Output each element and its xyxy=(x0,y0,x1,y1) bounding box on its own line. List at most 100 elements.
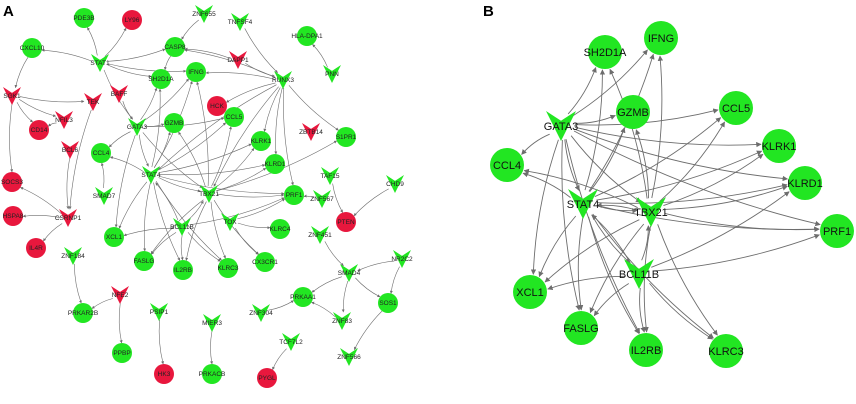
node-a-chevron xyxy=(200,185,218,203)
edge-a-SMAD7-CCL4 xyxy=(100,162,105,189)
node-a-pnn: PNN xyxy=(323,65,341,83)
node-a-label: HLA-DPA1 xyxy=(291,33,323,40)
node-a-label: ZBTB14 xyxy=(299,129,323,136)
node-a-sh2d1a: SH2D1A xyxy=(148,69,174,89)
edge-b-TBX21-CCL5 xyxy=(659,121,725,202)
node-a-faslg: FASLG xyxy=(134,251,154,271)
node-a-circle xyxy=(154,364,174,384)
node-b-label: IFNG xyxy=(648,33,674,45)
node-a-chevron xyxy=(252,304,270,322)
node-a-znf655: ZNF655 xyxy=(192,5,216,23)
edge-a-DAPP1-CASP8 xyxy=(184,47,231,59)
node-a-hla-dpa1: HLA-DPA1 xyxy=(291,26,323,46)
edge-a-ZNF567-PRF1 xyxy=(303,194,315,199)
node-a-label: CCL5 xyxy=(226,114,243,121)
node-a-ccl4: CCL4 xyxy=(91,143,111,163)
node-a-chevron xyxy=(274,71,292,89)
node-b-label: FASLG xyxy=(563,323,598,335)
node-a-label: XCL1 xyxy=(106,234,123,241)
node-a-prkaa1: PRKAA1 xyxy=(290,287,316,307)
node-a-zbtb14: ZBTB14 xyxy=(299,123,323,141)
edge-b-GATA3-TBX21 xyxy=(570,135,642,203)
node-b-circle xyxy=(490,148,524,182)
node-a-label: KLRD1 xyxy=(265,161,286,168)
edge-b-STAT4-KLRC3 xyxy=(592,213,714,339)
edge-a-TBX21-KLRD1 xyxy=(216,167,267,191)
node-a-label: ZNF655 xyxy=(192,11,216,18)
node-a-label: PRKACB xyxy=(199,371,226,378)
node-a-label: SMAD4 xyxy=(338,270,361,277)
node-a-label: TCF7L2 xyxy=(279,339,303,346)
node-a-label: KLRC3 xyxy=(218,265,239,272)
node-a-label: RUNX3 xyxy=(272,77,294,84)
node-a-chevron xyxy=(221,213,239,231)
node-a-label: S1PR1 xyxy=(336,134,357,141)
node-a-chevron xyxy=(311,226,329,244)
node-b-klrd1: KLRD1 xyxy=(787,166,823,200)
edge-a-GATA3-CCL5 xyxy=(144,117,225,127)
edge-b-GATA3-FASLG xyxy=(561,139,581,311)
edge-b-GATA3-GZMB xyxy=(574,114,616,124)
edge-a-TBX21-KLRC3 xyxy=(210,201,226,259)
node-a-klrc3: KLRC3 xyxy=(218,258,239,278)
edge-b-TBX21-SH2D1A xyxy=(609,68,648,199)
node-a-label: ZNF304 xyxy=(249,310,273,317)
edge-a-SOS1-ZNF566 xyxy=(354,310,383,350)
node-a-nr2c2: NR2C2 xyxy=(391,250,413,268)
node-a-circle xyxy=(104,227,124,247)
node-a-label: PDE3B xyxy=(73,15,94,22)
node-a-tek: TEK xyxy=(84,93,102,111)
edge-a-NR2C2-SMAD4 xyxy=(357,260,395,271)
node-a-ccl5: CCL5 xyxy=(224,107,244,127)
node-b-circle xyxy=(820,214,854,248)
node-b-gzmb: GZMB xyxy=(616,95,650,129)
node-a-chevron xyxy=(91,54,109,72)
edge-b-GATA3-CCL5 xyxy=(574,108,719,126)
node-a-prf1: PRF1 xyxy=(284,185,304,205)
edge-b-STAT4-CCL4 xyxy=(522,171,571,198)
node-b-tbx21: TBX21 xyxy=(634,197,668,227)
node-a-circle xyxy=(257,368,277,388)
edge-a-CSRNP1-SOCS3 xyxy=(20,187,62,214)
node-a-label: SGK1 xyxy=(3,93,21,100)
node-a-circle xyxy=(2,172,22,192)
node-a-chevron xyxy=(64,247,82,265)
node-a-label: TOX xyxy=(223,219,237,226)
node-a-sgk1: SGK1 xyxy=(3,87,21,105)
edge-b-TBX21-IFNG xyxy=(651,55,664,199)
edge-a-STAT1-LY96 xyxy=(104,27,127,57)
edge-b-BCL11B-IL2RB xyxy=(639,287,646,333)
node-a-circle xyxy=(336,127,356,147)
node-a-circle xyxy=(122,10,142,30)
node-a-circle xyxy=(378,293,398,313)
node-a-casp8: CASP8 xyxy=(164,37,186,57)
node-a-znf451: ZNF451 xyxy=(308,226,332,244)
node-a-label: ZNF566 xyxy=(337,354,361,361)
edge-a-BCL11B-KLRC3 xyxy=(187,232,221,262)
node-a-label: NFIL3 xyxy=(55,117,73,124)
edge-a-STAT4-SH2D1A xyxy=(151,88,162,168)
edge-b-TBX21-CCL4 xyxy=(523,168,638,209)
node-a-circle xyxy=(74,8,94,28)
edge-a-SMAD4-PRKAA1 xyxy=(311,276,342,293)
node-a-prkar2b: PRKAR2B xyxy=(68,303,98,323)
node-a-sos1: SOS1 xyxy=(378,293,398,313)
node-a-label: BCL11B xyxy=(170,224,194,231)
node-a-label: PRF1 xyxy=(286,192,303,199)
node-a-label: IFNG xyxy=(188,69,204,76)
node-a-chd9: CHD9 xyxy=(386,175,404,193)
edge-b-GATA3-STAT4 xyxy=(564,139,580,192)
node-a-label: ZNF184 xyxy=(61,253,85,260)
edge-b-STAT4-PRF1 xyxy=(596,205,820,232)
panel-b-edges xyxy=(521,49,821,340)
edge-a-TBX21-GZMB xyxy=(178,131,206,187)
node-a-circle xyxy=(26,238,46,258)
node-a-gzmb: GZMB xyxy=(164,113,184,133)
node-a-circle xyxy=(112,343,132,363)
edge-a-BCL11B-TBX21 xyxy=(186,200,204,222)
edge-a-GATA3-XCL1 xyxy=(114,134,136,228)
node-a-chevron xyxy=(111,286,129,304)
edge-a-TNFSF4-RUNX3 xyxy=(244,28,278,73)
edge-b-TBX21-KLRC3 xyxy=(657,224,718,336)
node-b-label: CCL4 xyxy=(493,160,521,172)
